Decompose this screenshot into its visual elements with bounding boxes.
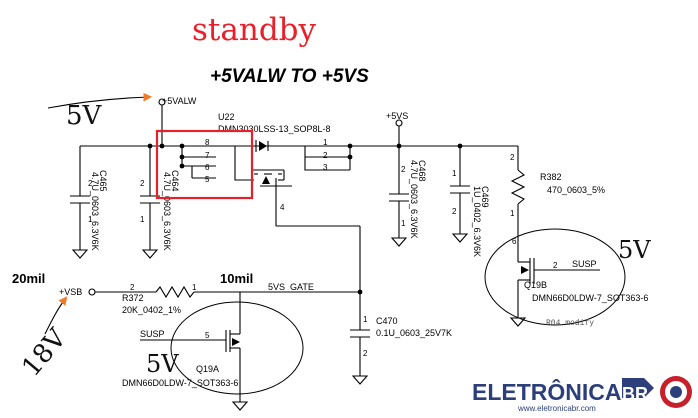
u22-pin-2: 2: [323, 151, 328, 160]
c464-value: 4.7U_0603_6.3V6K: [162, 172, 172, 251]
c468-pin-bottom: 1: [401, 219, 406, 228]
r382-ref: R382: [540, 172, 562, 182]
hand-annotations: 5V 18V 5V 5V: [16, 92, 651, 383]
mosfet-u22: U22 DMN3030LSS-13_SOP8L-8 8 7 6 5 1 2: [181, 112, 361, 292]
c465-pin-top: 2: [88, 179, 93, 188]
logo-brand-left: ELETRÔNICA: [472, 378, 622, 405]
r372-value: 20K_0402_1%: [122, 305, 181, 315]
u22-pin-1: 1: [323, 138, 328, 147]
q19b-note: R04 modify: [546, 319, 594, 328]
r372-pin-1: 1: [192, 283, 197, 292]
u22-pin-6: 6: [205, 163, 210, 172]
mosfet-q19a: SUSP 5 Q19A DMN66D0LDW-7_SOT363-6: [122, 301, 304, 411]
q19b-value: DMN66D0LDW-7_SOT363-6: [532, 293, 648, 303]
trace-10mil-label: 10mil: [220, 271, 253, 286]
mosfet-q19b: 6 2 SUSP Q19B DMN66D0LDW-7_SOT363-6 R04 …: [484, 228, 648, 328]
eletronicabr-logo: ELETRÔNICA BR www.eletronicabr.com: [472, 376, 692, 413]
u22-ref: U22: [218, 112, 235, 122]
logo-url: www.eletronicabr.com: [517, 404, 596, 413]
hand-note-5v-top: 5V: [66, 101, 103, 131]
c465-pin-bottom: 1: [88, 215, 93, 224]
u22-pin-8: 8: [205, 138, 210, 147]
c465-value: 4.7U_0603_6.3V6K: [90, 172, 100, 251]
c470-pin-top: 1: [363, 315, 368, 324]
r382-pin-top: 2: [510, 153, 515, 162]
q19b-susp-label: SUSP: [572, 259, 597, 269]
c470-ref: C470: [376, 316, 398, 326]
q19b-pin-6: 6: [512, 237, 517, 246]
c469-value: 1U_0402_6.3V6K: [472, 186, 482, 257]
c464-pin-top: 2: [140, 179, 145, 188]
vin-rail: +5VALW: [80, 96, 466, 147]
u22-pin-4: 4: [280, 203, 285, 212]
c468-pin-top: 2: [401, 165, 406, 174]
u22-pin-3: 3: [323, 163, 328, 172]
q19b-ref: Q19B: [524, 280, 547, 290]
c468-value: 4.7U_0603_6.3V6K: [409, 160, 419, 239]
highlight-box-u22-drain: [155, 129, 254, 200]
r372-pin-2: 2: [130, 283, 135, 292]
vin-label: +5VALW: [162, 96, 197, 106]
vsb-input: +VSB 2 1 R372 20K_0402_1% 5VS_GATE: [59, 282, 360, 316]
q19a-value: DMN66D0LDW-7_SOT363-6: [122, 378, 238, 388]
u22-value: DMN3030LSS-13_SOP8L-8: [218, 124, 331, 134]
hand-note-5v-mid: 5V: [146, 350, 179, 378]
trace-20mil-label: 20mil: [12, 271, 45, 286]
q19a-pin-5: 5: [205, 331, 210, 340]
c469-pin-bottom: 2: [452, 207, 457, 216]
u22-pin-5: 5: [205, 175, 210, 184]
q19a-susp-label: SUSP: [140, 329, 165, 339]
capacitor-c469: 1 2 C469 1U_0402_6.3V6K: [450, 146, 490, 257]
capacitor-c468: 2 1 C468 4.7U_0603_6.3V6K: [389, 146, 427, 247]
capacitor-c465: 2 1 C465 4.7U_0603_6.3V6K: [70, 146, 108, 259]
gate-net-label: 5VS_GATE: [268, 282, 314, 292]
c470-value: 0.1U_0603_25V7K: [376, 328, 452, 338]
capacitor-c470: 1 2 C470 0.1U_0603_25V7K: [350, 292, 452, 385]
logo-brand-right: BR: [622, 384, 648, 404]
vsb-label: +VSB: [59, 287, 82, 297]
c465-ref: C465: [98, 170, 108, 192]
c469-ref: C469: [480, 186, 490, 208]
c468-ref: C468: [417, 160, 427, 182]
vout-rail: +5VS: [386, 111, 408, 146]
c469-pin-top: 1: [452, 169, 457, 178]
hand-note-5v-right: 5V: [618, 236, 651, 264]
q19b-pin-2: 2: [553, 261, 558, 270]
r382-value: 470_0603_5%: [547, 185, 605, 195]
u22-pin-7: 7: [205, 151, 210, 160]
q19a-ref: Q19A: [196, 364, 219, 374]
c464-pin-bottom: 1: [140, 215, 145, 224]
capacitor-c464: 2 1 C464 4.7U_0603_6.3V6K: [140, 146, 180, 259]
resistor-r382: 2 1 R382 470_0603_5%: [466, 145, 605, 240]
standby-banner: standby: [192, 12, 317, 48]
vout-label: +5VS: [386, 111, 408, 121]
c464-ref: C464: [170, 170, 180, 192]
schematic-title: +5VALW TO +5VS: [210, 66, 369, 87]
c470-pin-bottom: 2: [363, 349, 368, 358]
r382-pin-bottom: 1: [510, 209, 515, 218]
r372-ref: R372: [122, 293, 144, 303]
hand-note-18v: 18V: [16, 323, 73, 383]
